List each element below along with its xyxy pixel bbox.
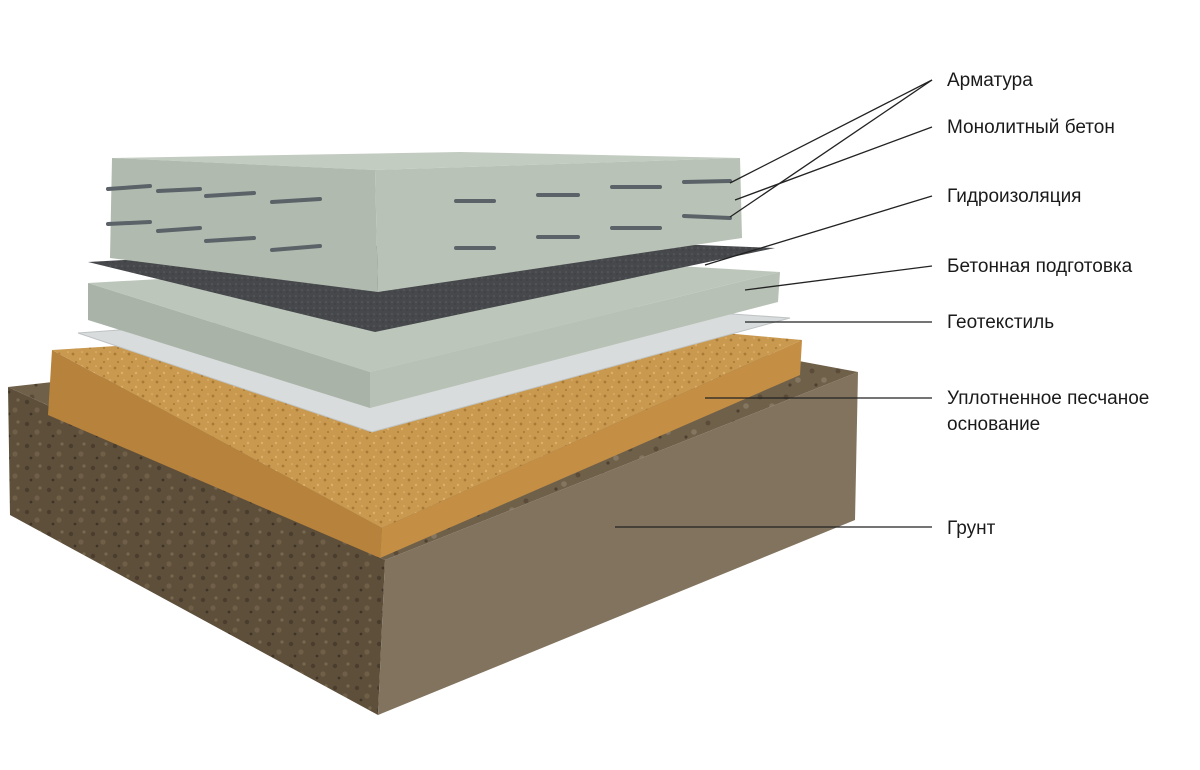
leader-concrete [734, 126, 933, 201]
rebar-end [204, 236, 256, 243]
rebar-end [270, 244, 322, 252]
soil-side-face [378, 372, 858, 715]
label-soil: Грунт [947, 518, 996, 539]
leader-waterproofing [704, 195, 933, 266]
rebar-ends [106, 179, 732, 252]
rebar-end [156, 187, 202, 193]
sand-front-face [48, 350, 382, 558]
rebar-end [106, 220, 152, 226]
label-monolithic-concrete: Монолитный бетон [947, 117, 1115, 138]
layer-labels: Арматура Монолитный бетон Гидроизоляция … [947, 70, 1149, 539]
soil-front-face [8, 387, 385, 715]
label-concrete-prep: Бетонная подготовка [947, 256, 1133, 277]
rebar-end [156, 226, 202, 233]
concrete-prep-side-face [370, 272, 780, 408]
rebar-end [204, 191, 256, 198]
label-sand-base-line1: Уплотненное песчаное [947, 388, 1149, 409]
concrete-prep-front-face [88, 283, 370, 408]
label-geotextile: Геотекстиль [947, 312, 1054, 333]
label-sand-base-line2: основание [947, 414, 1040, 435]
rebar-end [270, 197, 322, 204]
leader-concrete-prep [744, 265, 933, 291]
rebar-end [682, 179, 732, 184]
label-rebar: Арматура [947, 70, 1033, 91]
slab-top-face [112, 152, 740, 170]
slab-side-face [375, 158, 742, 292]
sand-side-face [380, 340, 802, 558]
leader-rebar-upper [729, 79, 933, 184]
leader-lines [615, 79, 933, 528]
leader-rebar-lower [729, 79, 933, 218]
rebar-end [682, 214, 732, 220]
rebar-end [106, 184, 152, 191]
label-waterproofing: Гидроизоляция [947, 186, 1081, 207]
